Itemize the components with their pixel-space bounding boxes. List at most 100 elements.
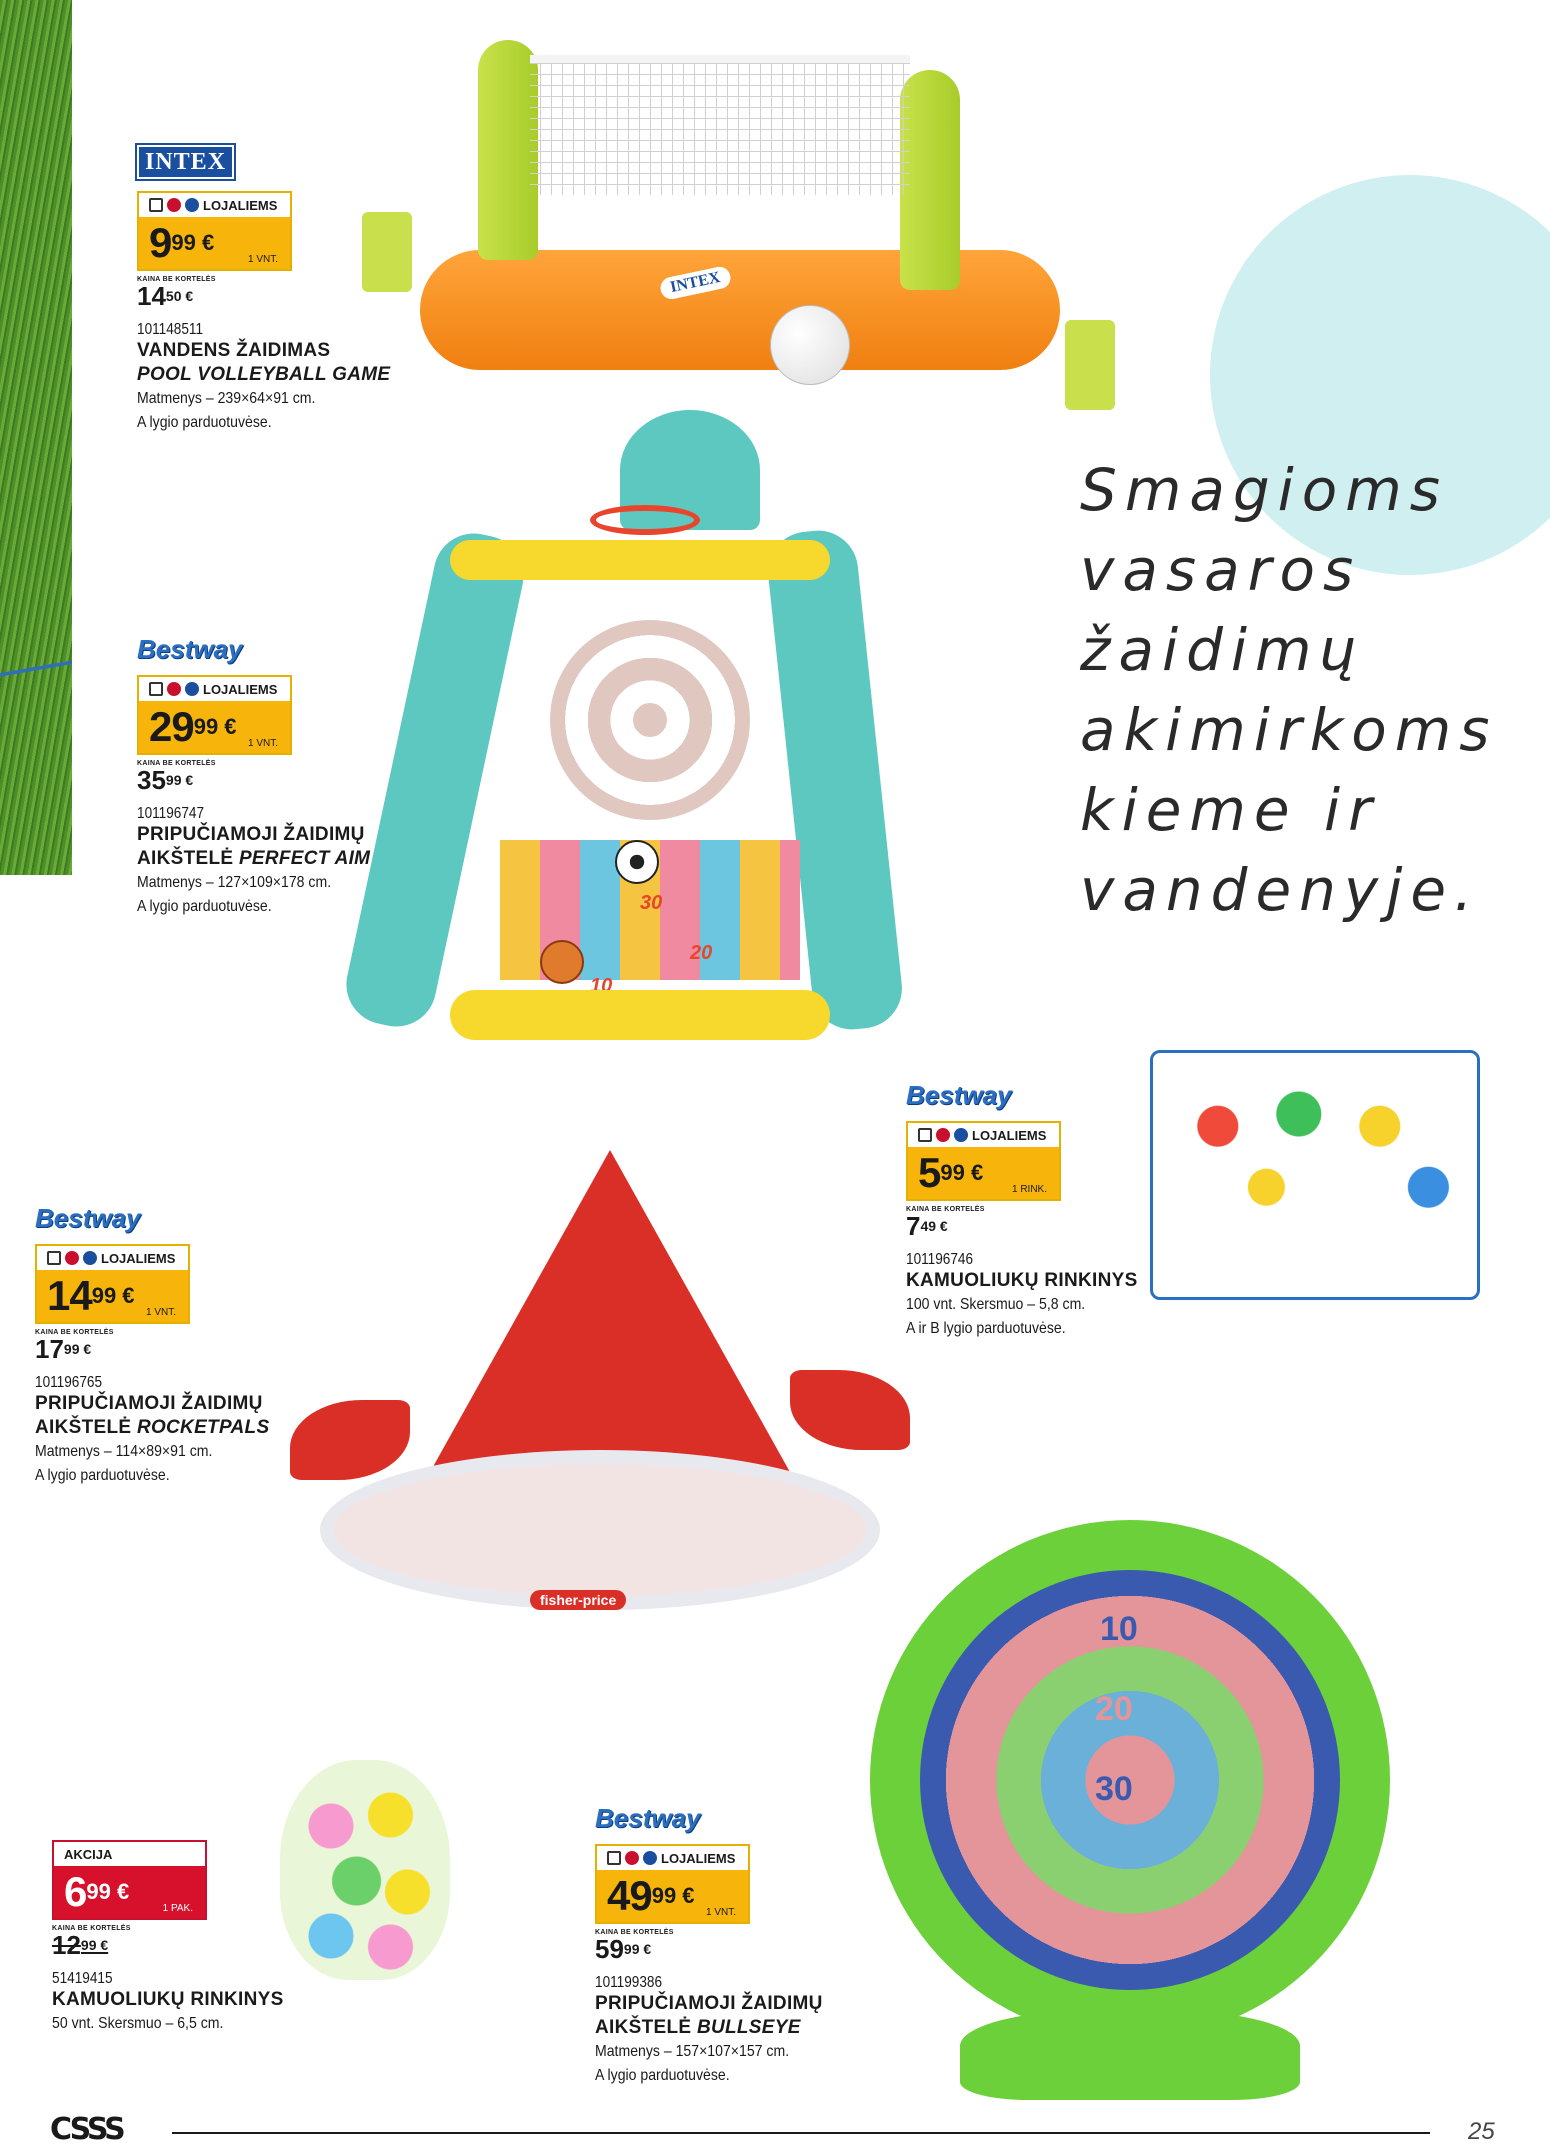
bullseye-stand: [960, 2010, 1300, 2100]
product-code: 101196765: [35, 1374, 103, 1391]
product-code: 101199386: [595, 1974, 663, 1991]
brand-logo: Bestway: [137, 634, 243, 664]
price-box: LOJALIEMS 999 € 1 VNT.: [137, 191, 292, 271]
product-code: 101196746: [906, 1251, 974, 1268]
product-ball-set-100[interactable]: Bestway LOJALIEMS 599 € 1 RINK. KAINA BE…: [906, 1082, 1286, 1341]
product-ball-set-50[interactable]: AKCIJA 699 € 1 PAK. KAINA BE KORTELĖS 12…: [52, 1840, 372, 2036]
price-body: 4999 € 1 VNT.: [597, 1870, 748, 1922]
headline-line: kieme ir: [1080, 776, 1380, 844]
aim-hoop: [590, 505, 700, 535]
aim-bottom-bar: [450, 990, 830, 1040]
product-rocketpals[interactable]: Bestway LOJALIEMS 1499 € 1 VNT. KAINA BE…: [35, 1205, 415, 1488]
old-price: 5999 €: [595, 1934, 652, 1964]
price-body: 1499 € 1 VNT.: [37, 1270, 188, 1322]
product-pool-volleyball[interactable]: INTEX LOJALIEMS 999 € 1 VNT. KAINA BE KO…: [134, 143, 517, 435]
headline-line: Smagioms: [1080, 456, 1448, 524]
product-bullseye[interactable]: Bestway LOJALIEMS 4999 € 1 VNT. KAINA BE…: [595, 1805, 975, 2088]
product-desc: Matmenys – 114×89×91 cm.: [35, 1443, 213, 1460]
perfect-aim-image: 30 20 10: [339, 410, 910, 1060]
rocketpals-image: fisher-price: [290, 1150, 930, 1630]
loyalty-blue-icon: [185, 682, 199, 696]
pool-volleyball-image: INTEX: [0, 0, 1200, 420]
volleyball-net: [530, 55, 910, 195]
loyalty-red-icon: [167, 682, 181, 696]
old-price: 749 €: [906, 1211, 948, 1241]
aim-label-20: 20: [690, 942, 713, 964]
price-box: LOJALIEMS 2999 € 1 VNT.: [137, 675, 292, 755]
grass-background: [0, 0, 72, 875]
product-title: AIKŠTELĖ PERFECT AIM: [137, 848, 371, 869]
soccer-ball-icon: [615, 840, 659, 884]
product-title: PRIPUČIAMOJI ŽAIDIMŲ: [595, 1993, 823, 2014]
bullseye-image: 10 20 30: [870, 1520, 1390, 2110]
footer-divider: [172, 2132, 1430, 2134]
product-title: PRIPUČIAMOJI ŽAIDIMŲ: [137, 824, 365, 845]
product-perfect-aim[interactable]: Bestway LOJALIEMS 2999 € 1 VNT. KAINA BE…: [137, 636, 517, 919]
decorative-circle: [1210, 175, 1550, 575]
bullseye-label-10: 10: [1100, 1610, 1138, 1648]
bullseye-label-20: 20: [1095, 1690, 1133, 1728]
brand-logo: Bestway: [595, 1803, 701, 1833]
product-desc: A lygio parduotuvėse.: [35, 1467, 170, 1484]
price-unit: 1 VNT.: [145, 1307, 176, 1318]
card-icon: [149, 682, 163, 696]
headline-line: žaidimų: [1080, 616, 1365, 684]
rocket-fin-right: [790, 1370, 910, 1450]
product-desc: A lygio parduotuvėse.: [595, 2067, 730, 2084]
volleyball-ball: [770, 305, 850, 385]
price-body: 999 € 1 VNT.: [139, 217, 290, 269]
price-box: LOJALIEMS 1499 € 1 VNT.: [35, 1244, 190, 1324]
price-box: LOJALIEMS 599 € 1 RINK.: [906, 1121, 1061, 1201]
loyalty-red-icon: [65, 1251, 79, 1265]
price-unit: 1 VNT.: [247, 254, 278, 265]
cup-left: [362, 212, 412, 292]
old-price: 1299 €: [52, 1930, 109, 1960]
fisher-price-label: fisher-price: [530, 1590, 627, 1610]
brand-logo: INTEX: [134, 143, 237, 181]
price-main: 699 €: [64, 1868, 130, 1915]
card-icon: [47, 1251, 61, 1265]
loyalty-blue-icon: [83, 1251, 97, 1265]
promo-label: AKCIJA: [64, 1846, 113, 1862]
product-title: POOL VOLLEYBALL GAME: [137, 364, 391, 385]
post-left: [478, 40, 538, 260]
product-title: AIKŠTELĖ BULLSEYE: [595, 2017, 801, 2038]
product-desc: A lygio parduotuvėse.: [137, 898, 272, 915]
ball-pack-100-image: [1150, 1020, 1480, 1300]
price-main: 4999 €: [607, 1872, 695, 1919]
card-icon: [918, 1128, 932, 1142]
product-desc: A ir B lygio parduotuvėse.: [906, 1320, 1066, 1337]
price-body: 2999 € 1 VNT.: [139, 701, 290, 753]
bullseye-board: [920, 1570, 1340, 1990]
price-main: 1499 €: [47, 1272, 135, 1319]
product-title: PRIPUČIAMOJI ŽAIDIMŲ: [35, 1393, 263, 1414]
old-price-label: KAINA BE KORTELĖS: [35, 1329, 114, 1336]
product-code: 51419415: [52, 1970, 113, 1987]
loyalty-red-icon: [167, 198, 181, 212]
store-logo: CSSS: [50, 2112, 126, 2145]
bullseye-label-30: 30: [1095, 1770, 1133, 1808]
product-title: KAMUOLIUKŲ RINKINYS: [906, 1270, 1138, 1291]
loyalty-label: LOJALIEMS: [101, 1250, 176, 1266]
old-price-label: KAINA BE KORTELĖS: [906, 1206, 985, 1213]
ball-bag: [280, 1760, 450, 1980]
loyalty-blue-icon: [185, 198, 199, 212]
aim-label-30: 30: [640, 892, 663, 914]
loyalty-header: LOJALIEMS: [37, 1246, 188, 1270]
rocket-tent: [420, 1150, 800, 1490]
brand-logo: Bestway: [906, 1080, 1012, 1110]
price-box: LOJALIEMS 4999 € 1 VNT.: [595, 1844, 750, 1924]
old-price: 1799 €: [35, 1334, 92, 1364]
loyalty-label: LOJALIEMS: [972, 1127, 1047, 1143]
old-price: 3599 €: [137, 765, 194, 795]
loyalty-label: LOJALIEMS: [661, 1850, 736, 1866]
post-right: [900, 70, 960, 290]
headline: Smagioms vasaros žaidimų akimirkoms kiem…: [1080, 450, 1540, 930]
product-desc: 100 vnt. Skersmuo – 5,8 cm.: [906, 1296, 1086, 1313]
loyalty-label: LOJALIEMS: [203, 197, 278, 213]
basketball-icon: [540, 940, 584, 984]
product-desc: Matmenys – 239×64×91 cm.: [137, 390, 316, 407]
card-icon: [149, 198, 163, 212]
loyalty-header: LOJALIEMS: [597, 1846, 748, 1870]
promo-price-box: AKCIJA 699 € 1 PAK.: [52, 1840, 207, 1920]
